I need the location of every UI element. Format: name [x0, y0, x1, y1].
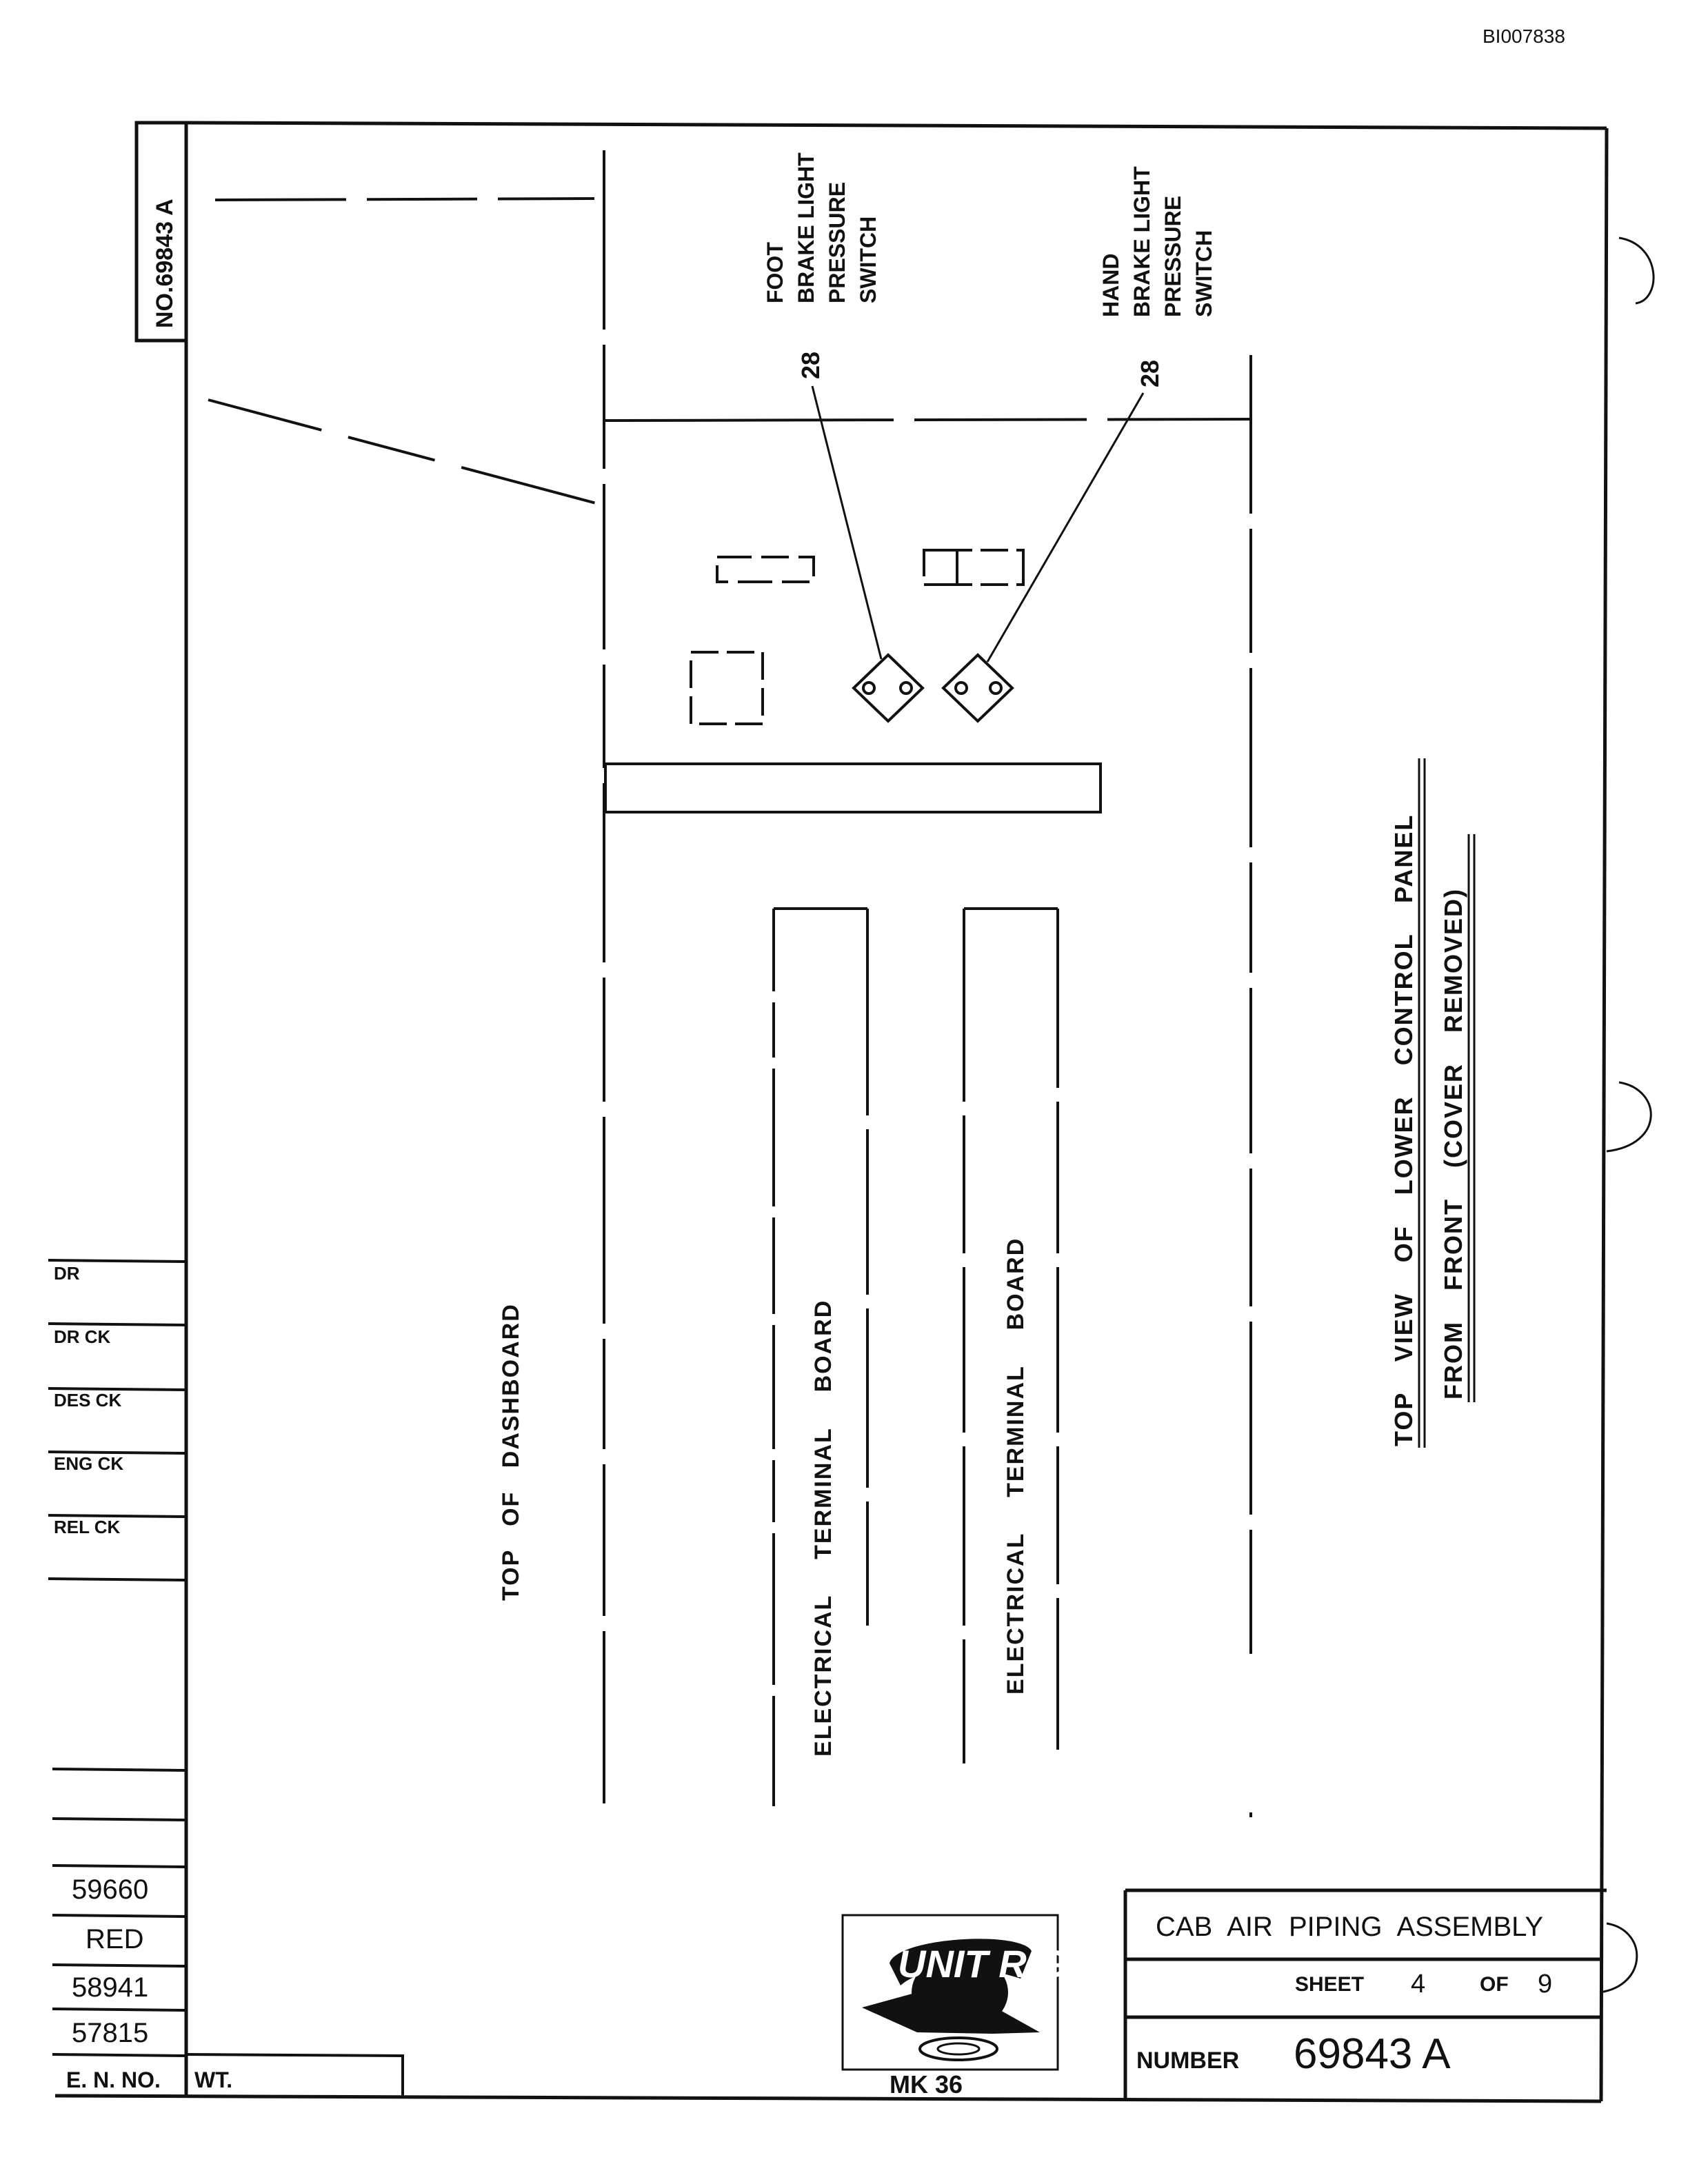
document-id: BI007838: [1483, 26, 1565, 47]
wt-label: WT.: [194, 2067, 232, 2092]
number-label: NUMBER: [1136, 2048, 1239, 2074]
callout-28-hand: 28: [1136, 360, 1164, 387]
panel-outline-lines: [208, 150, 1252, 1817]
drawing-number: 69843 A: [1294, 2030, 1451, 2078]
svg-text:BRAKE LIGHT: BRAKE LIGHT: [794, 152, 818, 303]
revision-59660: 59660: [72, 1874, 148, 1905]
svg-text:SWITCH: SWITCH: [856, 216, 881, 303]
revision-red: RED: [86, 1924, 143, 1954]
binder-hole-mark: [1599, 1922, 1638, 1994]
eno-label: E. N. NO.: [66, 2067, 161, 2092]
revision-58941: 58941: [72, 1972, 148, 2003]
view-title-line1: TOP VIEW OF LOWER CONTROL PANEL: [1389, 814, 1418, 1446]
hand-brake-switch-label: HAND BRAKE LIGHT PRESSURE SWITCH: [1098, 166, 1216, 317]
terminal-board-2: [963, 907, 1059, 1848]
sheet-label: SHEET: [1295, 1973, 1364, 1996]
model-label: MK 36: [890, 2070, 963, 2099]
of-label: OF: [1480, 1973, 1509, 1996]
signoff-rel-ck: REL CK: [54, 1517, 121, 1537]
svg-text:BRAKE LIGHT: BRAKE LIGHT: [1129, 166, 1154, 317]
terminal-board-1: [772, 907, 869, 1806]
sheet-number: 4: [1411, 1970, 1425, 1999]
callout-28-foot: 28: [796, 352, 825, 379]
sheet-total: 9: [1538, 1970, 1552, 1999]
drawing-number-tab: [134, 121, 188, 343]
svg-text:FOOT: FOOT: [763, 242, 787, 303]
leader-line-foot: [811, 385, 883, 660]
view-title-line2: FROM FRONT (COVER REMOVED): [1439, 888, 1467, 1399]
signoff-des-ck: DES CK: [54, 1390, 121, 1410]
signoff-eng-ck: ENG CK: [54, 1453, 123, 1474]
svg-text:SWITCH: SWITCH: [1192, 230, 1216, 317]
svg-text:HAND: HAND: [1098, 254, 1123, 317]
foot-brake-switch-label: FOOT BRAKE LIGHT PRESSURE SWITCH: [763, 152, 881, 303]
revision-57815: 57815: [72, 2018, 148, 2048]
terminal-board-1-label: ELECTRICAL TERMINAL BOARD: [810, 1300, 836, 1757]
svg-text:PRESSURE: PRESSURE: [1160, 196, 1185, 317]
binder-hole-mark: [1618, 236, 1655, 305]
terminal-board-2-label: ELECTRICAL TERMINAL BOARD: [1003, 1237, 1029, 1695]
title: CAB AIR PIPING ASSEMBLY: [1156, 1912, 1543, 1942]
signoff-dr-ck: DR CK: [54, 1326, 111, 1347]
dashboard-label: TOP OF DASHBOARD: [498, 1303, 524, 1601]
signoff-lines: [48, 1259, 404, 2099]
leader-line-hand: [986, 392, 1145, 663]
signoff-dr: DR: [54, 1263, 80, 1284]
svg-text:UNIT RIG: UNIT RIG: [898, 1942, 1067, 1985]
component-outlines: [604, 549, 1102, 813]
foot-brake-switch-symbol: [852, 653, 925, 723]
binder-hole-mark: [1606, 1081, 1652, 1153]
drawing-number-tab-text: NO.69843 A: [152, 199, 178, 328]
sheet-border: [54, 121, 1609, 2103]
svg-text:PRESSURE: PRESSURE: [825, 182, 850, 303]
unit-rig-logo: UNIT RIG: [841, 1914, 1067, 2071]
title-block: [1123, 1888, 1607, 2100]
hand-brake-switch-symbol: [941, 653, 1014, 723]
